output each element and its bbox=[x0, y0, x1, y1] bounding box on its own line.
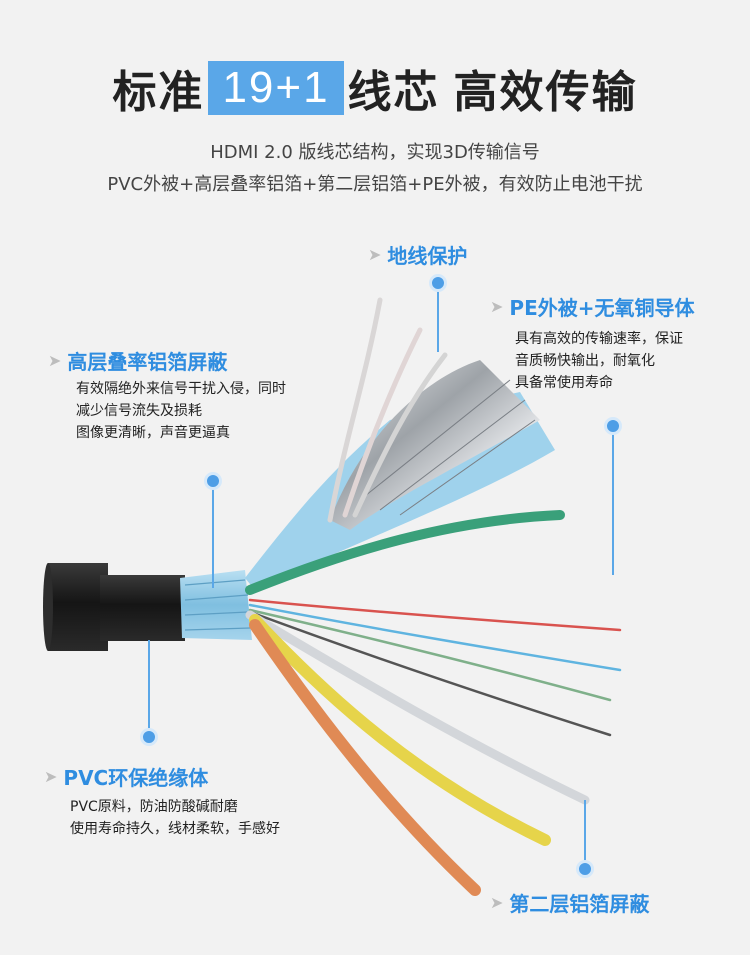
callout-foil: ➤ 高层叠率铝箔屏蔽 bbox=[48, 346, 227, 375]
callout-pe: ➤ PE外被+无氧铜导体 bbox=[490, 292, 694, 321]
subtitle-2: PVC外被+高层叠率铝箔+第二层铝箔+PE外被，有效防止电池干扰 bbox=[107, 174, 643, 195]
title-suffix: 高效传输 bbox=[453, 67, 638, 118]
drain-wires bbox=[327, 297, 448, 523]
callout-pe-line-2: 音质畅快输出，耐氧化 bbox=[515, 353, 655, 369]
callout-pe-line-1: 具有高效的传输速率，保证 bbox=[515, 331, 683, 347]
callout-foil-line-3: 图像更清晰，声音更逼真 bbox=[76, 425, 230, 441]
callout-pvc-line-1: PVC原料，防油防酸碱耐磨 bbox=[70, 799, 238, 815]
callout-foil-line-1: 有效隔绝外来信号干扰入侵，同时 bbox=[76, 381, 286, 397]
page-title: 标准 19+1 线芯 高效传输 bbox=[0, 56, 750, 120]
callout-foil-dot bbox=[204, 472, 222, 490]
title-mid: 线芯 bbox=[347, 67, 440, 118]
callout-second-foil-dot bbox=[576, 860, 594, 878]
callout-pvc-desc: PVC原料，防油防酸碱耐磨 使用寿命持久，线材柔软，手感好 bbox=[70, 796, 280, 840]
callout-pe-line bbox=[612, 425, 614, 575]
callout-foil-desc: 有效隔绝外来信号干扰入侵，同时 减少信号流失及损耗 图像更清晰，声音更逼真 bbox=[76, 378, 286, 444]
pvc-jacket bbox=[43, 563, 185, 651]
callout-pe-line-3: 具备常使用寿命 bbox=[515, 375, 613, 391]
callout-pe-desc: 具有高效的传输速率，保证 音质畅快输出，耐氧化 具备常使用寿命 bbox=[515, 328, 683, 394]
title-prefix: 标准 bbox=[112, 67, 205, 118]
callout-foil-line bbox=[212, 480, 214, 588]
braid-shield bbox=[180, 570, 252, 640]
arrow-icon: ➤ bbox=[368, 245, 382, 264]
callout-ground-dot bbox=[429, 274, 447, 292]
callout-pvc-line bbox=[148, 640, 150, 736]
callout-second-foil-line bbox=[584, 800, 586, 866]
callout-ground-title: 地线保护 bbox=[387, 244, 468, 268]
callout-foil-title: 高层叠率铝箔屏蔽 bbox=[67, 350, 228, 374]
callout-pvc-dot bbox=[140, 728, 158, 746]
subtitle-1: HDMI 2.0 版线芯结构，实现3D传输信号 bbox=[210, 142, 540, 163]
callout-second-foil: ➤ 第二层铝箔屏蔽 bbox=[490, 888, 649, 917]
callout-second-foil-title: 第二层铝箔屏蔽 bbox=[509, 892, 650, 916]
callout-foil-line-2: 减少信号流失及损耗 bbox=[76, 403, 202, 419]
signal-wires bbox=[245, 510, 622, 896]
callout-ground-line bbox=[437, 282, 439, 352]
arrow-icon: ➤ bbox=[490, 893, 504, 912]
foil-shield-fan bbox=[245, 360, 555, 590]
title-highlight-badge: 19+1 bbox=[208, 61, 344, 115]
arrow-icon: ➤ bbox=[490, 297, 504, 316]
callout-pe-title: PE外被+无氧铜导体 bbox=[509, 296, 695, 320]
arrow-icon: ➤ bbox=[44, 767, 58, 786]
callout-pe-dot bbox=[604, 417, 622, 435]
arrow-icon: ➤ bbox=[48, 351, 62, 370]
callout-pvc-title: PVC环保绝缘体 bbox=[63, 766, 209, 790]
callout-pvc-line-2: 使用寿命持久，线材柔软，手感好 bbox=[70, 821, 280, 837]
callout-ground: ➤ 地线保护 bbox=[368, 240, 467, 269]
callout-pvc: ➤ PVC环保绝缘体 bbox=[44, 762, 208, 791]
